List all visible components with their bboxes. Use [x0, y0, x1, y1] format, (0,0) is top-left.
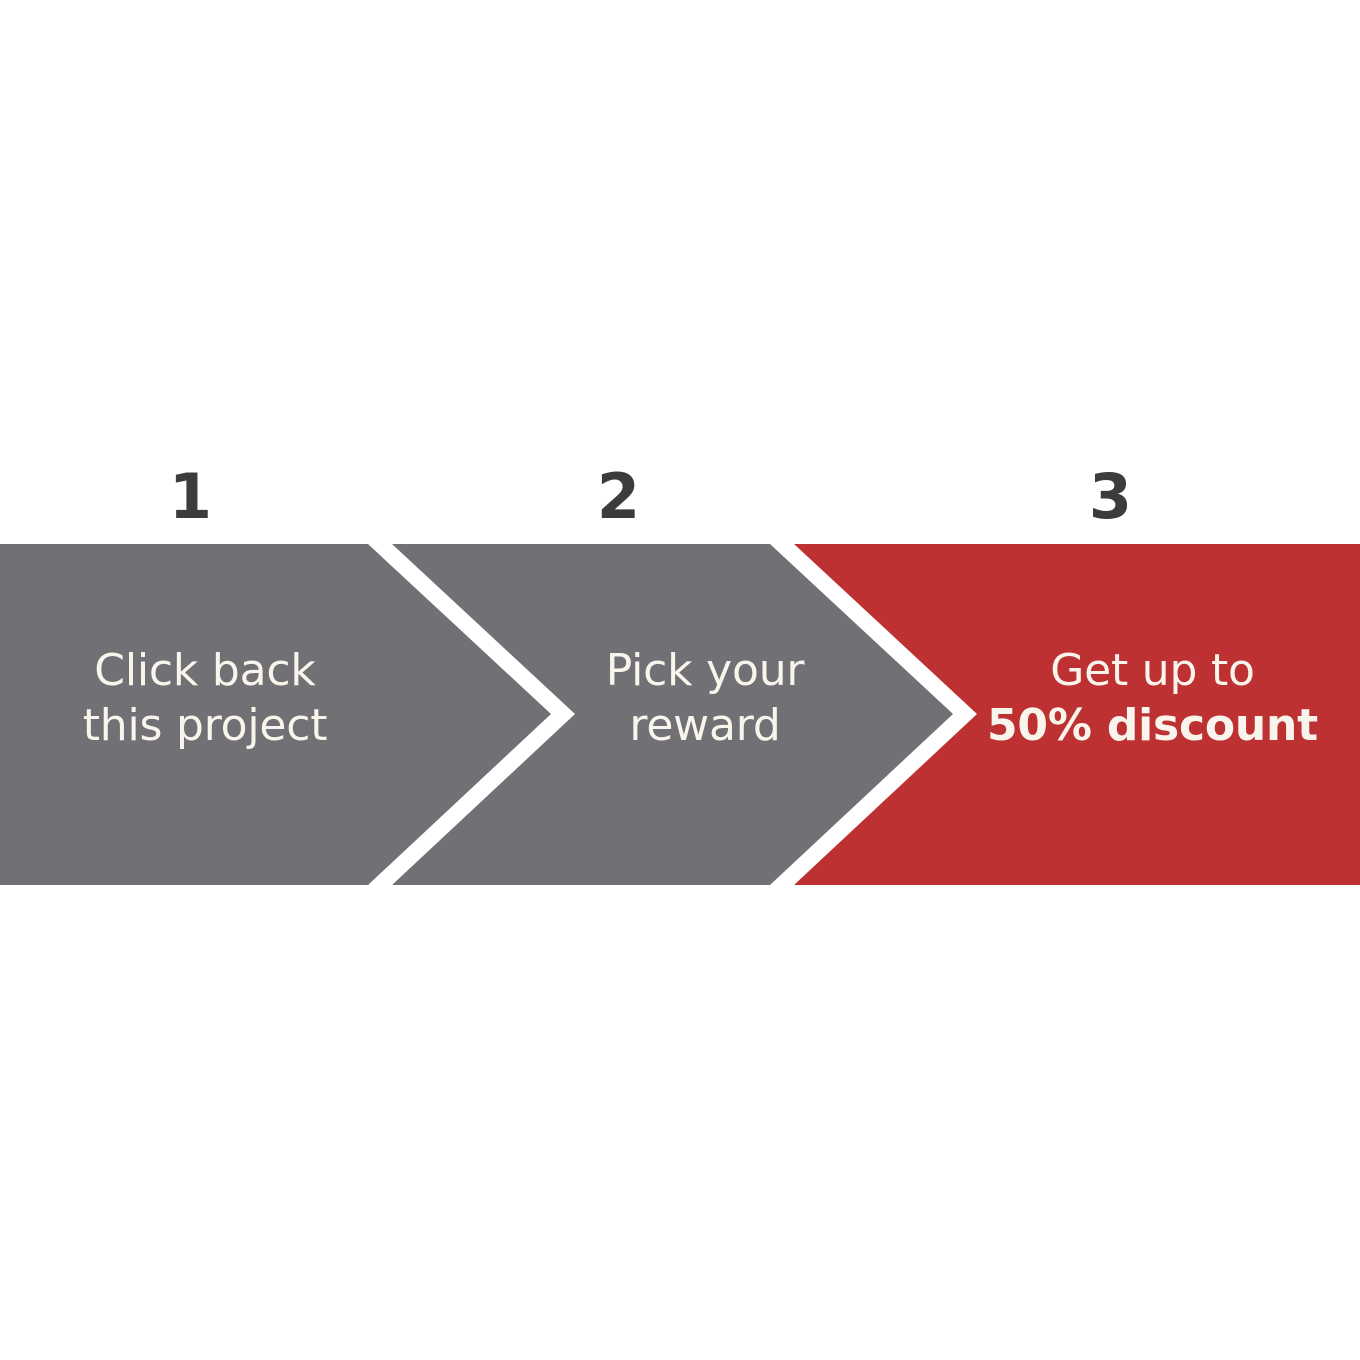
chevron-shapes-svg [0, 544, 1360, 885]
chevron-shape-step-2[interactable] [392, 544, 953, 885]
step-label-2-line-2: reward [629, 700, 781, 751]
step-label-3: Get up to 50% discount [980, 643, 1325, 753]
step-number-2: 2 [596, 460, 640, 533]
step-label-1-line-1: Click back [94, 645, 316, 696]
step-number-1: 1 [168, 460, 212, 533]
step-label-3-line-1: Get up to [1050, 645, 1255, 696]
chevron-band [0, 544, 1360, 885]
step-number-3: 3 [1088, 460, 1132, 533]
step-label-1-line-2: this project [82, 700, 328, 751]
step-label-3-line-2: 50% discount [987, 700, 1318, 751]
chevron-shape-step-3[interactable] [794, 544, 1360, 885]
step-number-row: 1 2 3 [0, 466, 1360, 544]
step-label-1: Click back this project [40, 643, 370, 753]
step-label-2: Pick your reward [560, 643, 850, 753]
step-label-2-line-1: Pick your [605, 645, 805, 696]
chevron-shape-step-1[interactable] [0, 544, 551, 885]
